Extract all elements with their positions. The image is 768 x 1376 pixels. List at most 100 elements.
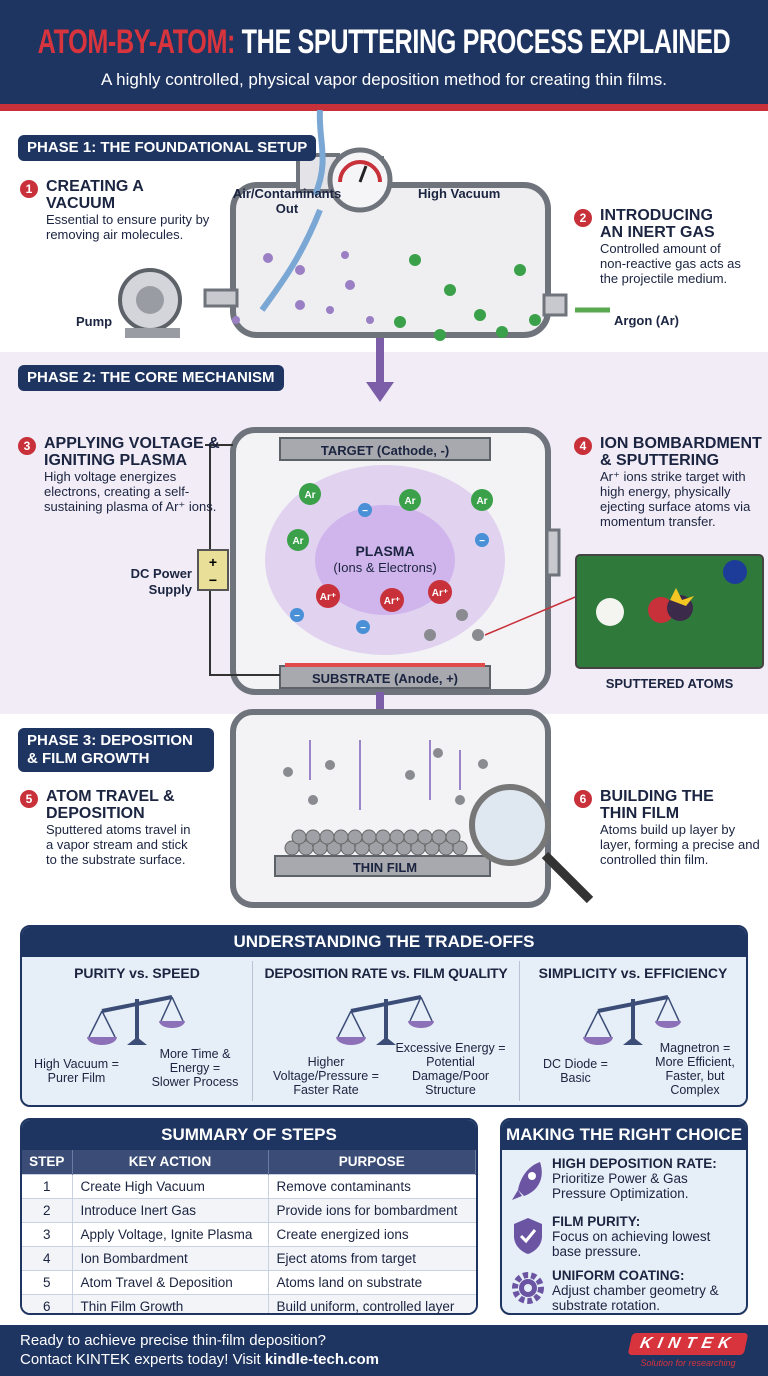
traveling-atoms	[283, 748, 488, 805]
page-title: ATOM-BY-ATOM: THE SPUTTERING PROCESS EXP…	[37, 23, 731, 61]
plasma-label: PLASMA	[355, 543, 414, 559]
rocket-icon	[512, 1162, 542, 1200]
svg-text:−: −	[479, 536, 485, 547]
phase1-tag: PHASE 1: THE FOUNDATIONAL SETUP	[18, 135, 317, 161]
svg-text:Ar: Ar	[404, 496, 415, 507]
step-number: 1	[22, 1173, 73, 1198]
key-action: Introduce Inert Gas	[72, 1197, 269, 1222]
thin-film-label: THIN FILM	[353, 860, 417, 875]
balance-scale-icon	[85, 995, 187, 1047]
key-action: Thin Film Growth	[72, 1293, 269, 1313]
plasma-sublabel: (Ions & Electrons)	[333, 560, 436, 575]
purpose: Provide ions for bombardment	[268, 1197, 476, 1222]
key-action: Atom Travel & Deposition	[72, 1269, 269, 1294]
high-vacuum-label: High Vacuum	[418, 186, 501, 201]
tradeoff-purity-speed: PURITY vs. SPEED High Vacuum = Purer Fil…	[34, 965, 239, 1089]
header-banner	[0, 0, 768, 104]
argon-atom	[299, 483, 321, 505]
page-subtitle: A highly controlled, physical vapor depo…	[100, 70, 668, 89]
gear-icon	[512, 1272, 544, 1304]
step-number: 5	[22, 1269, 73, 1294]
website-link[interactable]: kindle-tech.com	[264, 1351, 380, 1368]
key-action: Ion Bombardment	[72, 1245, 269, 1270]
balance-scale-icon	[334, 995, 436, 1047]
choice-high-rate: HIGH DEPOSITION RATE:Prioritize Power & …	[552, 1156, 717, 1201]
substrate-label: SUBSTRATE (Anode, +)	[312, 671, 458, 686]
phase3-tag: PHASE 3: DEPOSITION & FILM GROWTH	[18, 728, 214, 772]
step-number: 6	[22, 1293, 73, 1313]
purpose: Atoms land on substrate	[268, 1269, 476, 1294]
tradeoff-simplicity-efficiency: SIMPLICITY vs. EFFICIENCY DC Diode = Bas…	[538, 965, 735, 1097]
svg-text:+: +	[209, 554, 217, 570]
air-out-label: Air/Contaminants Out	[232, 186, 342, 216]
pump-label: Pump	[76, 314, 113, 329]
header-divider	[0, 104, 768, 111]
footer-contact: Contact KINTEK experts today! Visit kind…	[20, 1351, 380, 1368]
balance-scale-icon	[581, 995, 683, 1047]
circuit-wire	[205, 444, 280, 676]
svg-text:Ar⁺: Ar⁺	[384, 596, 400, 607]
argon-atom	[287, 529, 309, 551]
summary-title: SUMMARY OF STEPS	[22, 1120, 476, 1150]
film-layer-atoms	[284, 829, 468, 856]
argon-ion	[380, 588, 404, 612]
svg-text:−: −	[362, 506, 368, 517]
air-out-arrow-icon	[312, 110, 326, 197]
choice-panel: MAKING THE RIGHT CHOICE HIGH DEPOSITION …	[500, 1118, 748, 1315]
electron	[358, 503, 372, 517]
power-supply-label: DC Power Supply	[130, 566, 192, 597]
billiard-analogy-image	[575, 554, 764, 669]
purpose: Remove contaminants	[268, 1173, 476, 1198]
sputtering-diagram: TARGET (Cathode, -) SUBSTRATE (Anode, +)…	[118, 110, 764, 908]
target-label: TARGET (Cathode, -)	[321, 443, 449, 458]
argon-atom	[471, 489, 493, 511]
step-number: 3	[22, 1221, 73, 1246]
purpose: Build uniform, controlled layer	[268, 1293, 476, 1313]
svg-text:Ar⁺: Ar⁺	[432, 588, 448, 599]
choice-title: MAKING THE RIGHT CHOICE	[502, 1120, 746, 1150]
tradeoffs-panel: UNDERSTANDING THE TRADE-OFFS PURITY vs. …	[20, 925, 748, 1107]
purpose: Eject atoms from target	[268, 1245, 476, 1270]
step-number: 4	[22, 1245, 73, 1270]
svg-text:−: −	[360, 623, 366, 634]
dc-power-supply-icon: +−	[197, 549, 229, 591]
svg-text:Ar: Ar	[476, 496, 487, 507]
step-number: 2	[22, 1197, 73, 1222]
deposition-chamber: THIN FILM	[230, 709, 551, 908]
pressure-gauge-icon	[327, 147, 393, 213]
magnifying-glass-icon	[469, 784, 594, 904]
target-cathode	[279, 437, 491, 461]
choice-film-purity: FILM PURITY:Focus on achieving lowest ba…	[552, 1214, 711, 1259]
key-action: Apply Voltage, Ignite Plasma	[72, 1221, 269, 1246]
footer-cta: Ready to achieve precise thin-film depos…	[20, 1332, 326, 1349]
air-pump-arrow-icon	[259, 208, 323, 312]
pump-icon	[118, 268, 182, 338]
svg-text:Ar: Ar	[304, 490, 315, 501]
tradeoffs-title: UNDERSTANDING THE TRADE-OFFS	[22, 927, 746, 957]
argon-label: Argon (Ar)	[614, 313, 679, 328]
electron	[356, 620, 370, 634]
argon-ion	[428, 580, 452, 604]
sputtered-atoms	[424, 609, 484, 641]
argon-ion	[316, 584, 340, 608]
air-molecules	[232, 251, 374, 324]
svg-text:−: −	[294, 611, 300, 622]
purpose: Create energized ions	[268, 1221, 476, 1246]
kintek-logo: KINTEK	[627, 1333, 749, 1355]
svg-text:−: −	[209, 572, 217, 588]
svg-text:Ar: Ar	[292, 536, 303, 547]
